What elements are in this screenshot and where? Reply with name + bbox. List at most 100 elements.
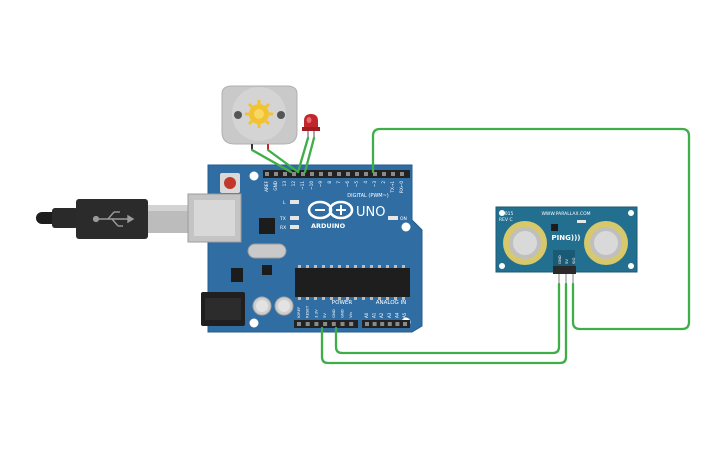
l-label: L (283, 200, 286, 206)
header-hole[interactable] (382, 172, 386, 176)
header-hole[interactable] (337, 172, 341, 176)
mcu-pin (346, 265, 349, 268)
power-pin-label: 3.3V (313, 309, 318, 318)
power-pin-label: Vin (348, 311, 353, 318)
brand-label: ARDUINO (311, 222, 346, 230)
power-header-label: POWER (332, 300, 353, 306)
header-hole[interactable] (403, 322, 407, 326)
power-pin-label: GND (331, 309, 336, 318)
bottom-header-holes (297, 322, 407, 326)
header-hole[interactable] (372, 322, 377, 326)
mcu-pin (322, 297, 325, 300)
dc-motor[interactable] (221, 85, 298, 150)
mcu-pin (402, 265, 405, 268)
usb-cable[interactable] (36, 199, 188, 239)
ping-ultrasonic-sensor[interactable]: 28015 REV C WWW.PARALLAX.COM PING))) GND… (495, 206, 638, 284)
rx-label: RX (280, 225, 286, 231)
digital-pin-label: RX←0 (399, 181, 404, 193)
tx-label: TX (279, 216, 286, 222)
capacitor (274, 296, 294, 316)
mcu-pin (306, 265, 309, 268)
wire-pin5-to-sensor-sig[interactable] (371, 127, 691, 331)
digital-header[interactable] (263, 170, 410, 178)
header-hole[interactable] (340, 322, 345, 326)
header-hole[interactable] (331, 322, 336, 326)
mcu-pin (394, 297, 397, 300)
mcu-pin (298, 265, 301, 268)
digital-header-label: DIGITAL (PWM~) (347, 193, 389, 199)
header-hole[interactable] (301, 172, 305, 176)
analog-pin-label: A4 (394, 312, 399, 318)
mcu-pin (298, 297, 301, 300)
wire-motor-to-pin13[interactable] (266, 148, 300, 174)
header-hole[interactable] (355, 172, 359, 176)
wire-led-to-pin12[interactable] (303, 136, 316, 174)
header-hole[interactable] (364, 172, 368, 176)
mcu-pin (378, 297, 381, 300)
mcu-pin (338, 265, 341, 268)
header-hole[interactable] (395, 322, 400, 326)
sensor-pin-label: GND (557, 255, 562, 264)
header-hole[interactable] (380, 322, 385, 326)
usb-chip (259, 218, 275, 234)
header-hole[interactable] (346, 172, 350, 176)
header-hole[interactable] (310, 172, 314, 176)
power-pin-label: RESET (305, 305, 310, 318)
header-hole[interactable] (292, 172, 296, 176)
header-hole[interactable] (349, 322, 354, 326)
header-hole[interactable] (305, 322, 310, 326)
header-hole[interactable] (391, 172, 395, 176)
mounting-hole (628, 263, 634, 269)
header-hole[interactable] (283, 172, 287, 176)
status-led-rx: RX (280, 225, 299, 231)
mcu-pin (314, 297, 317, 300)
mounting-hole (499, 263, 505, 269)
atmega-chip (295, 268, 410, 297)
header-hole[interactable] (400, 172, 404, 176)
mcu-pin (386, 265, 389, 268)
header-hole[interactable] (387, 322, 392, 326)
mcu-pin (354, 265, 357, 268)
gear-icon (245, 100, 273, 128)
wire-gnd-to-sensor-gnd[interactable] (334, 282, 561, 355)
sensor-chip (551, 224, 558, 231)
digital-pin-label: 4 (363, 181, 368, 184)
digital-pin-label: AREF (264, 180, 269, 191)
header-hole[interactable] (314, 322, 319, 326)
digital-pin-label: 8 (327, 181, 332, 184)
digital-pin-label: 7 (336, 181, 341, 184)
header-hole[interactable] (265, 172, 269, 176)
sensor-name-label: PING))) (552, 234, 581, 242)
mcu-pin (354, 297, 357, 300)
sensor-pin-header[interactable] (553, 266, 576, 274)
status-led-on: ON (388, 216, 407, 222)
header-hole[interactable] (297, 322, 301, 326)
header-hole[interactable] (319, 172, 323, 176)
wire-led-to-pin13[interactable] (296, 136, 310, 174)
header-hole[interactable] (373, 172, 377, 176)
wire-5v-to-sensor-5v[interactable] (320, 282, 568, 365)
wire-motor-to-gnd[interactable] (250, 148, 293, 174)
header-hole[interactable] (365, 322, 369, 326)
mounting-hole (628, 210, 634, 216)
arduino-logo (307, 200, 354, 220)
digital-pin-label: ~9 (318, 181, 323, 188)
sensor-website-label: WWW.PARALLAX.COM (541, 211, 590, 217)
mcu-pins (298, 265, 405, 300)
header-hole[interactable] (328, 172, 332, 176)
header-hole[interactable] (274, 172, 278, 176)
transducer-right (584, 221, 628, 265)
digital-pin-label: ~11 (300, 181, 305, 190)
mounting-hole (249, 318, 259, 328)
analog-header[interactable] (362, 320, 410, 328)
red-led[interactable] (302, 114, 320, 138)
analog-pin-label: A2 (379, 312, 384, 318)
mcu-pin (338, 297, 341, 300)
digital-pin-label: ~6 (345, 181, 350, 188)
crystal-oscillator (247, 243, 287, 259)
header-hole[interactable] (323, 322, 328, 326)
mcu-pin (370, 265, 373, 268)
